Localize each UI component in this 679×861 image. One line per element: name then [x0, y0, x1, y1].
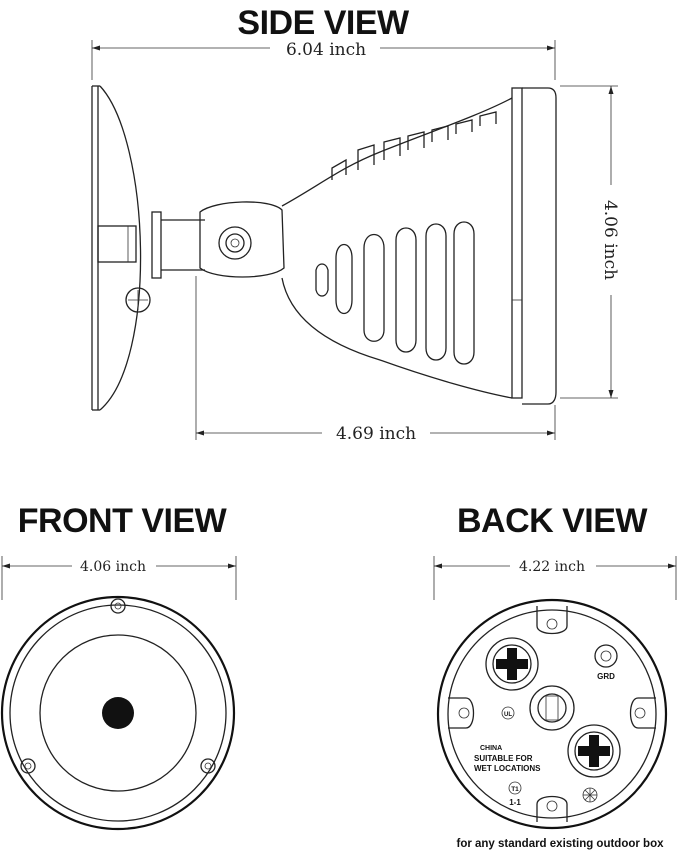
ul-mark-icon: UL	[501, 706, 515, 720]
front-screw-icon	[20, 598, 216, 774]
screw-terminal-icon	[485, 637, 539, 691]
ground-screw-icon: GRD	[594, 644, 618, 681]
front-lens	[39, 634, 197, 792]
front-inner-rim	[9, 604, 227, 822]
svg-text:UL: UL	[504, 712, 512, 718]
ground-label: GRD	[597, 672, 615, 681]
lamp-housing	[281, 87, 557, 405]
mounting-base	[91, 85, 151, 411]
back-view-caption: for any standard existing outdoor box	[456, 838, 664, 850]
screw-terminal-icon	[567, 724, 621, 778]
back-inner-rim	[447, 609, 657, 819]
back-outer-rim	[436, 598, 668, 830]
mounting-tab-icon	[448, 606, 656, 822]
back-width-label: 4.22 inch	[519, 559, 585, 575]
side-height-label: 4.06 inch	[600, 200, 620, 280]
origin-label: CHINA	[480, 745, 502, 752]
back-width-dimension: 4.22 inch	[433, 556, 677, 600]
code-num-label: 1-1	[509, 798, 521, 807]
front-width-label: 4.06 inch	[80, 559, 146, 575]
side-height-dimension: 4.06 inch	[560, 85, 620, 399]
side-depth-label: 4.69 inch	[336, 424, 416, 444]
back-view-title: BACK VIEW	[457, 502, 648, 540]
side-depth-dimension: 4.69 inch	[195, 276, 556, 444]
front-outer-rim	[0, 595, 236, 831]
front-center-dot	[102, 697, 134, 729]
swivel-arm	[151, 201, 285, 279]
front-width-dimension: 4.06 inch	[1, 556, 237, 600]
side-view: SIDE VIEW 6.04 inch 4.06 inch	[91, 4, 620, 444]
front-view-title: FRONT VIEW	[18, 502, 228, 540]
side-width-label: 6.04 inch	[286, 40, 366, 60]
wet-location-label-1: SUITABLE FOR	[474, 754, 533, 763]
side-width-dimension: 6.04 inch	[91, 40, 556, 80]
back-view: BACK VIEW 4.22 inch	[433, 502, 677, 850]
wet-location-label-2: WET LOCATIONS	[474, 764, 541, 773]
front-view: FRONT VIEW 4.06 inch	[0, 502, 237, 831]
center-socket	[529, 685, 575, 731]
side-view-title: SIDE VIEW	[237, 4, 410, 42]
code-t-label: T1	[511, 786, 519, 793]
date-wheel-icon	[582, 787, 598, 803]
